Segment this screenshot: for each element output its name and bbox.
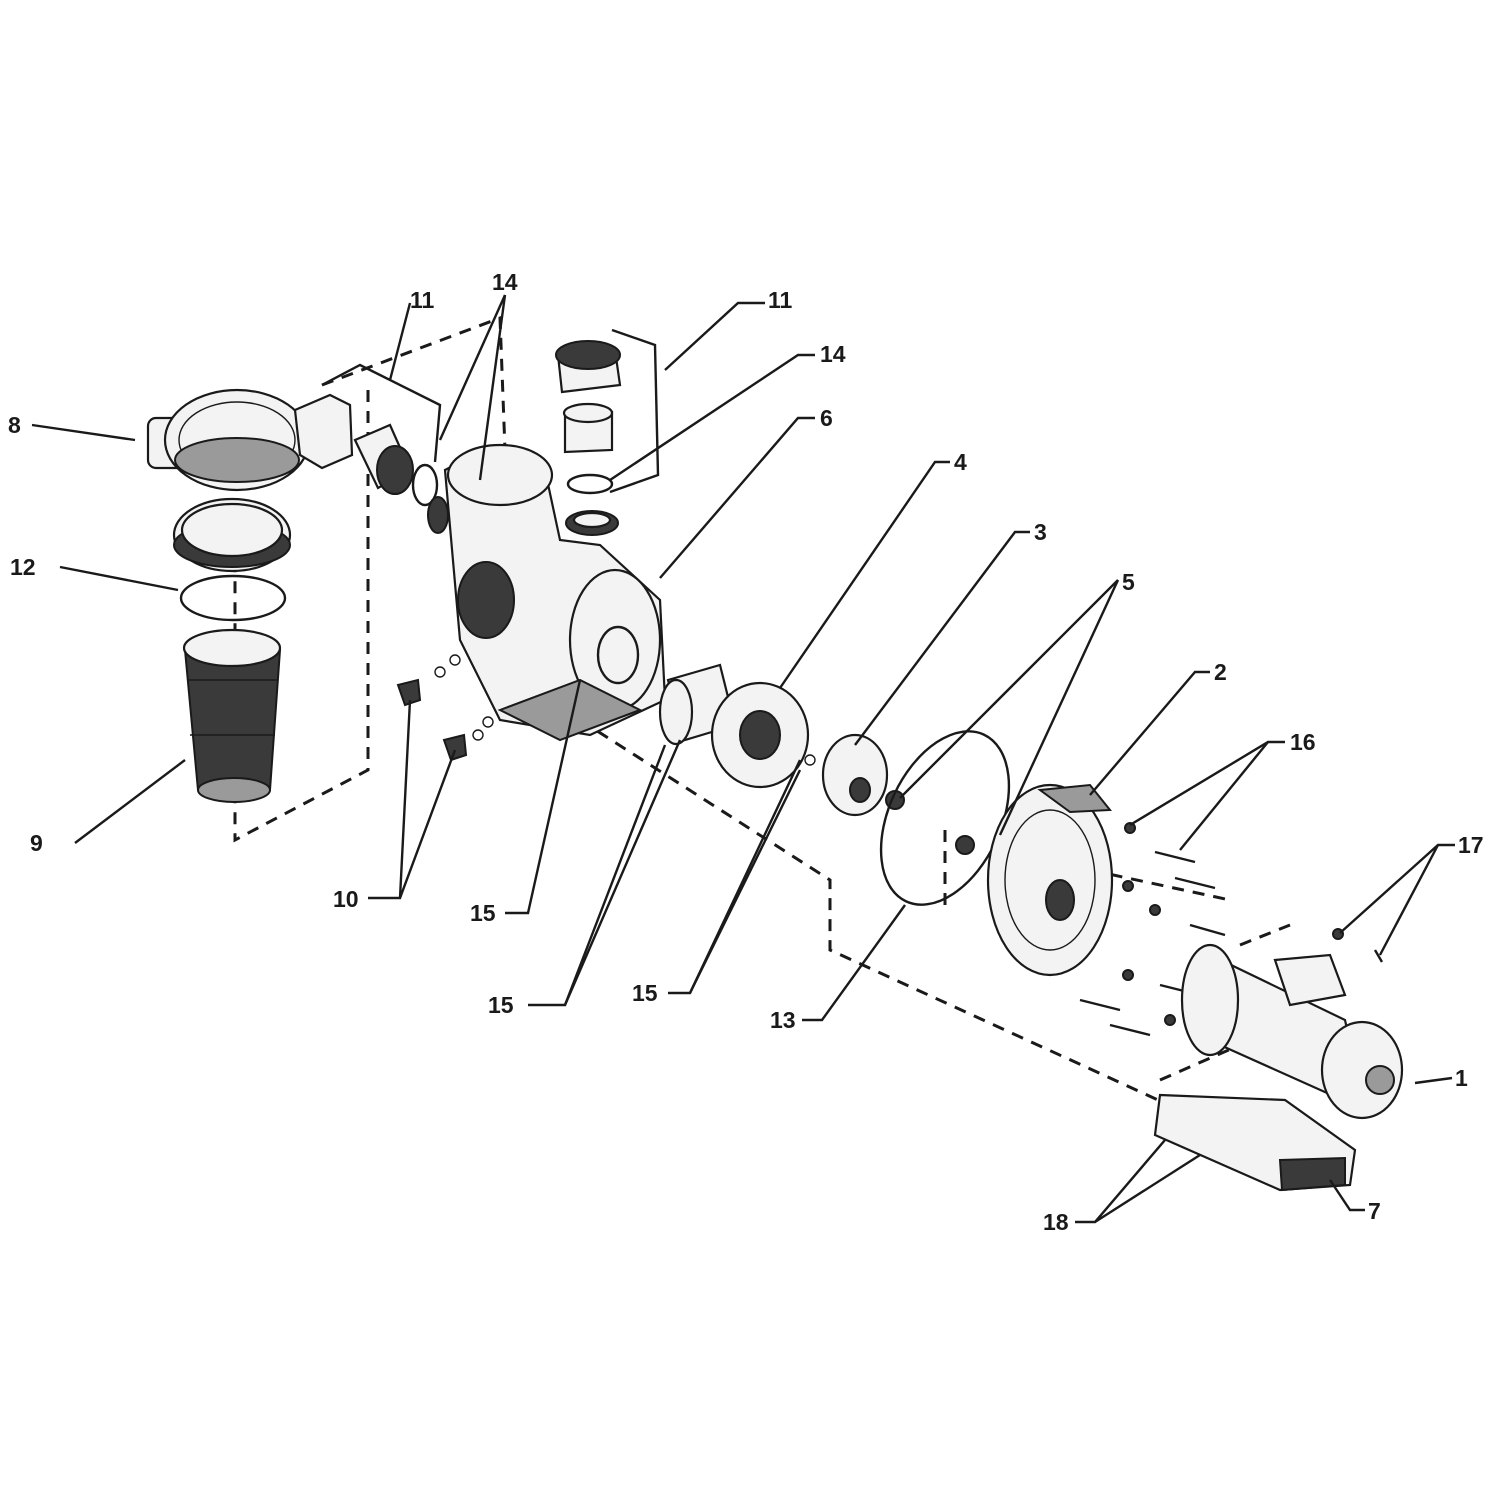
motor-screws xyxy=(1332,928,1384,963)
callout-2: 2 xyxy=(1214,659,1227,685)
lid-o-ring xyxy=(179,574,287,622)
callout-8: 8 xyxy=(8,412,21,438)
callout-4: 4 xyxy=(954,449,967,475)
diffuser-spacer xyxy=(658,663,737,746)
callout-11-right: 11 xyxy=(768,287,793,313)
impeller xyxy=(804,733,889,817)
callout-15-impeller: 15 xyxy=(632,980,658,1006)
callout-15-housing: 15 xyxy=(470,900,496,926)
callout-17: 17 xyxy=(1458,832,1484,858)
callout-7: 7 xyxy=(1368,1198,1381,1224)
diffuser xyxy=(710,681,810,789)
seal-plate xyxy=(986,783,1114,977)
callout-16: 16 xyxy=(1290,729,1316,755)
callout-11-left: 11 xyxy=(410,287,435,313)
leader-lines xyxy=(31,294,1455,1224)
strainer-lid-ring xyxy=(146,388,354,492)
motor-base xyxy=(1153,1093,1357,1192)
callout-10: 10 xyxy=(333,886,359,912)
callout-14-right: 14 xyxy=(820,341,846,367)
callout-3: 3 xyxy=(1034,519,1047,545)
strainer-lid xyxy=(172,497,292,573)
pump-housing xyxy=(427,443,667,742)
callout-6: 6 xyxy=(820,405,833,431)
drain-plugs xyxy=(396,654,494,762)
strainer-basket xyxy=(182,628,282,803)
callout-5: 5 xyxy=(1122,569,1135,595)
callout-13: 13 xyxy=(770,1007,796,1033)
callout-9: 9 xyxy=(30,830,43,856)
callout-14-left: 14 xyxy=(492,269,518,295)
left-union-fitting xyxy=(353,423,439,507)
motor xyxy=(1180,943,1404,1120)
top-union-fitting xyxy=(555,340,622,536)
callout-labels: 1 2 3 4 5 6 7 8 9 10 11 11 12 13 14 14 1… xyxy=(8,269,1484,1235)
callout-18: 18 xyxy=(1043,1209,1069,1235)
callout-1: 1 xyxy=(1455,1065,1468,1091)
callout-12: 12 xyxy=(10,554,36,580)
callout-15-spacer: 15 xyxy=(488,992,514,1018)
shaft-seal xyxy=(885,790,975,855)
